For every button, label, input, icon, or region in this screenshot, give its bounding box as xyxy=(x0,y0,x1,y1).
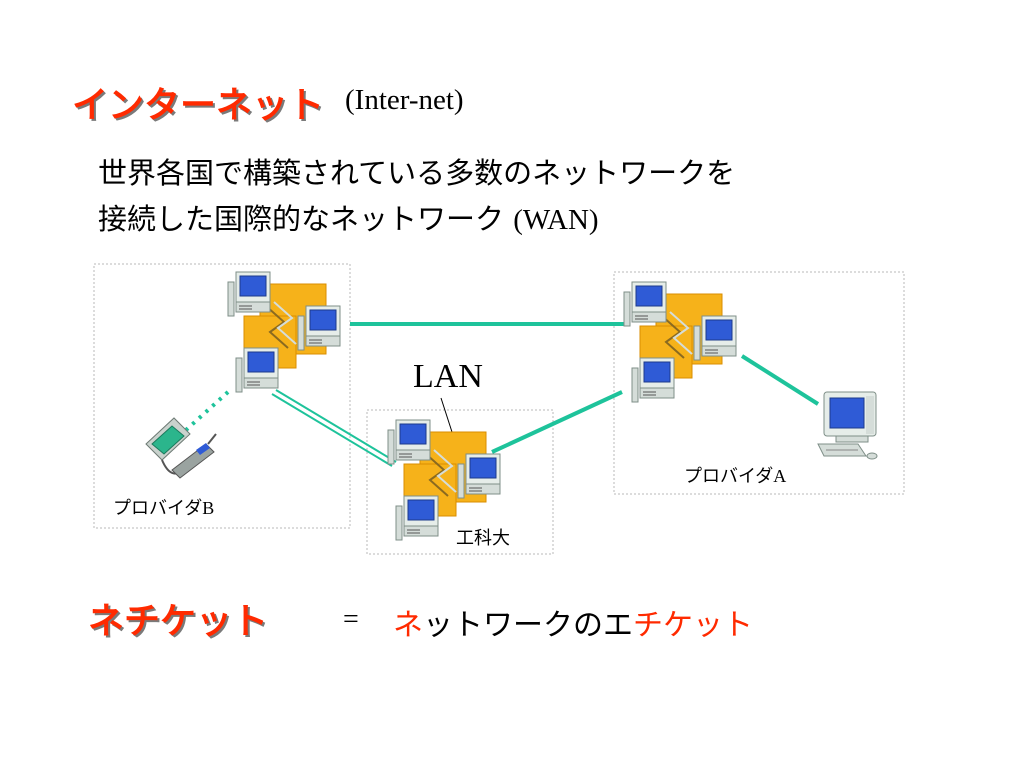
page-title: インターネット xyxy=(72,85,325,126)
univ-box xyxy=(366,409,554,555)
netiquette-term: ネチケット xyxy=(88,601,269,642)
mobile-device-icon xyxy=(145,417,217,479)
link-a-to-pc xyxy=(740,354,820,406)
link-b-to-univ-1 xyxy=(271,393,393,467)
provider-b-box xyxy=(93,263,351,529)
provider-b-label-letter: B xyxy=(202,498,215,518)
provider-b-label-jp: プロバイダ xyxy=(113,498,203,519)
equals-sign: = xyxy=(343,604,359,635)
lan-label: LAN xyxy=(413,358,483,395)
page-title-english: (Inter-net) xyxy=(345,84,464,116)
wireless-link xyxy=(184,390,230,432)
provider-a-label: プロバイダA xyxy=(684,462,786,488)
univ-label: 工科大 xyxy=(456,528,510,549)
lan-pointer xyxy=(440,397,453,433)
netiquette-def-mid: ットワークのエ xyxy=(423,608,633,643)
netiquette-def-chiket: チケット xyxy=(633,608,753,643)
description-wan: (WAN) xyxy=(513,204,599,236)
provider-a-label-jp: プロバイダ xyxy=(684,466,774,487)
link-b-to-univ-2 xyxy=(275,389,397,463)
description-line-2-text: 接続した国際的なネットワーク xyxy=(98,202,505,236)
provider-a-label-letter: A xyxy=(773,466,787,486)
client-pc-icon xyxy=(817,391,878,460)
univ-network-icon xyxy=(388,420,500,540)
provider-a-box xyxy=(613,271,905,495)
link-univ-to-a xyxy=(491,390,623,454)
provider-b-network-icon xyxy=(228,272,340,392)
provider-b-label: プロバイダB xyxy=(113,494,214,520)
netiquette-def-ne: ネ xyxy=(393,608,423,643)
description-line-1: 世界各国で構築されている多数のネットワークを xyxy=(98,156,736,190)
provider-a-network-icon xyxy=(624,282,736,402)
description-line-2: 接続した国際的なネットワーク (WAN) xyxy=(98,196,599,238)
netiquette-definition: ネットワークのエチケット xyxy=(393,600,753,644)
